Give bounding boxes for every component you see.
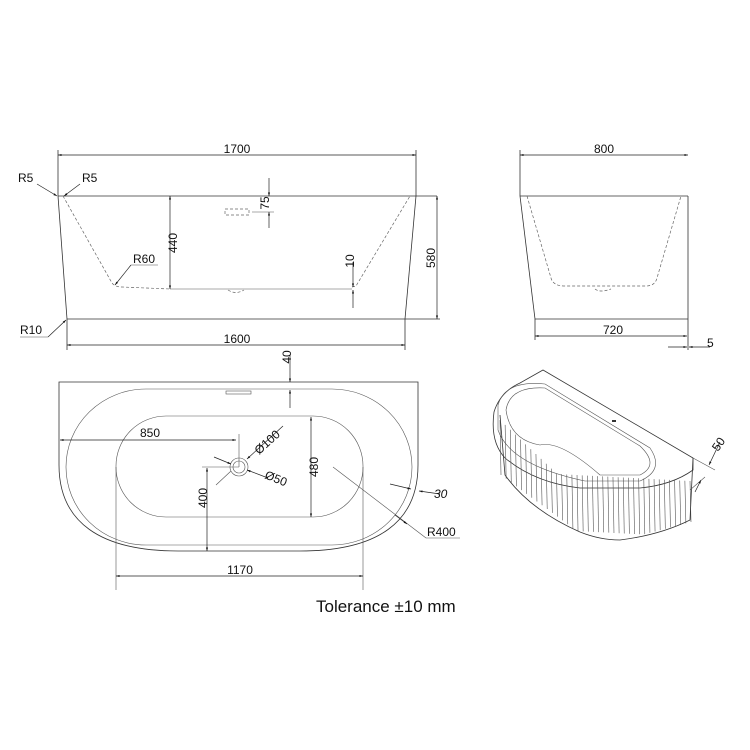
iso-base-outline: [499, 414, 694, 541]
flute-line: [633, 478, 635, 535]
flute-line: [612, 476, 615, 533]
flute-line: [664, 479, 666, 529]
radius-r60: R60: [133, 252, 155, 266]
flute-line: [520, 439, 522, 491]
dim-75-label: 75: [258, 196, 272, 210]
dim-40-label: 40: [280, 350, 294, 364]
flute-line: [653, 479, 656, 532]
iso-basin: [505, 387, 651, 476]
iso-rim: [497, 383, 656, 482]
side-basin-hidden: [526, 195, 682, 287]
isometric-view: 50: [492, 369, 728, 541]
iso-top-outline: [492, 369, 694, 489]
dim-720-label: 720: [603, 323, 623, 337]
dim-400-label: 400: [196, 488, 210, 508]
dim-1600-label: 1600: [224, 332, 251, 346]
front-outline: [57, 195, 437, 320]
overflow-hidden: [224, 208, 250, 216]
flute-line: [622, 477, 625, 534]
top-view: 40 850 Ø100 Ø50 480 400 30 R400 1170: [58, 350, 460, 590]
dim-800-label: 800: [594, 142, 614, 156]
front-view: 1700 1600 580 440 75 10 R5 R5 R10 R60: [18, 142, 440, 350]
flute-line: [561, 474, 563, 521]
dim-5-label: 5: [707, 336, 714, 350]
top-outline: [58, 381, 419, 552]
flute-line: [669, 479, 671, 528]
tolerance-note: Tolerance ±10 mm: [316, 597, 456, 616]
flute-line: [499, 419, 502, 476]
flute-line: [628, 477, 630, 534]
flute-line: [586, 475, 589, 532]
flute-line: [545, 463, 548, 510]
dim-1700-label: 1700: [224, 142, 251, 156]
flute-line: [607, 476, 610, 533]
flute-line: [535, 454, 538, 502]
flute-line: [504, 424, 507, 479]
flute-line: [571, 474, 574, 528]
flute-line: [515, 434, 517, 487]
front-basin-hidden: [62, 195, 411, 290]
flute-line: [576, 475, 579, 532]
flute-line: [551, 468, 553, 513]
radius-r5-inner: R5: [82, 171, 98, 185]
drain-hidden: [227, 289, 245, 293]
flute-line: [566, 474, 569, 525]
flute-line: [540, 458, 543, 506]
dim-30-label: 30: [434, 487, 448, 501]
flute-line: [684, 480, 687, 524]
dim-50-label: 50: [709, 434, 728, 453]
flute-line: [581, 475, 584, 532]
flute-line: [617, 477, 620, 534]
dim-d100-label: Ø100: [252, 427, 283, 457]
dim-440-label: 440: [166, 233, 180, 253]
flute-line: [597, 476, 599, 533]
iso-flutes: [499, 419, 692, 535]
flute-line: [643, 478, 646, 535]
radius-r5-outer: R5: [18, 171, 34, 185]
radius-r10: R10: [20, 323, 42, 337]
dim-d50-label: Ø50: [263, 468, 290, 490]
overflow: [225, 390, 252, 395]
flute-line: [658, 479, 661, 531]
top-rim: [65, 388, 413, 546]
dim-580-label: 580: [424, 248, 438, 268]
flute-line: [638, 478, 640, 535]
flute-line: [648, 478, 651, 533]
dim-1170-label: 1170: [227, 563, 253, 577]
radius-r400-label: R400: [427, 525, 456, 539]
iso-overflow: [612, 420, 616, 422]
flute-line: [556, 473, 558, 517]
flute-line: [530, 449, 533, 498]
flute-line: [592, 475, 594, 532]
dim-850-label: 850: [140, 426, 160, 440]
top-basin: [115, 415, 364, 518]
flute-line: [525, 444, 527, 494]
flute-line: [509, 429, 512, 483]
flute-line: [674, 480, 676, 527]
dim-10-label: 10: [343, 254, 357, 268]
dim-480-label: 480: [307, 457, 321, 477]
side-view: 800 720 5: [519, 142, 714, 350]
flute-line: [602, 476, 605, 533]
flute-line: [679, 480, 682, 525]
